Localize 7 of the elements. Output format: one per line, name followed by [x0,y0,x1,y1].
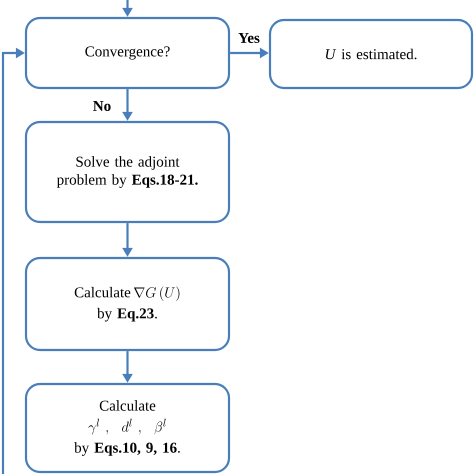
process-box: Convergence? [24,16,230,90]
process-box: Solve the adjoint problem by Eqs.18-21. [24,120,230,224]
process-box: Calculate $\nabla G\left(U\right)$ by Eq.23. [24,256,230,352]
process-box: Calculate $\gamma^{l}\ ,\ \ d^{l}\ ,\ \ \beta^{l}$ by Eqs.10, 9, 16. [24,382,230,474]
edge-label: No [93,101,111,111]
edge-label: Yes [238,33,260,43]
process-box: U is estimated. [268,18,474,90]
